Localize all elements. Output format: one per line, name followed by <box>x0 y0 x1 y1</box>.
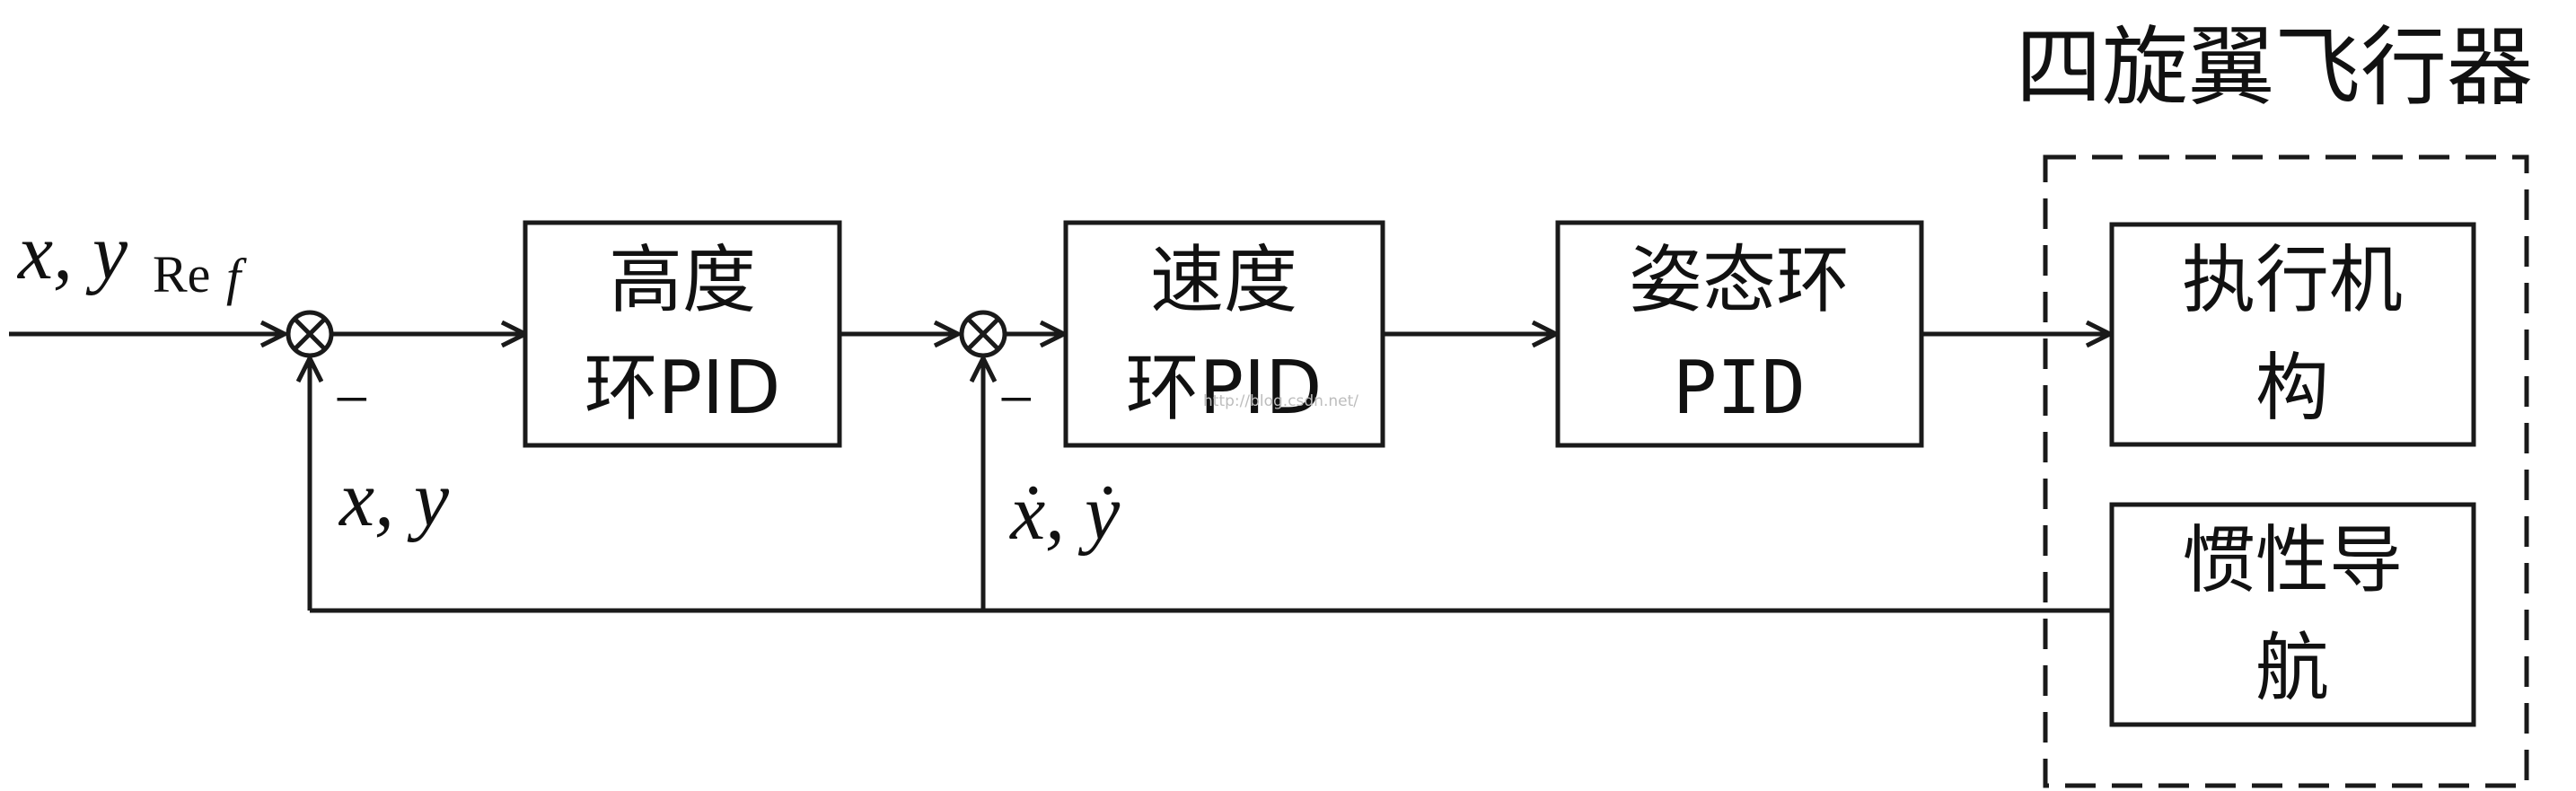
actuator-label-line2: 构 <box>2255 346 2329 431</box>
ins-label-line2: 航 <box>2255 626 2329 711</box>
minus-sign-inner: − <box>998 365 1033 435</box>
attitude-pid-label-line1: 姿态环 <box>1629 238 1850 323</box>
speed-pid-block: 速度 环PID <box>1063 220 1385 448</box>
summing-junction-inner <box>959 310 1007 358</box>
attitude-pid-label-line2: PID <box>1673 346 1806 431</box>
system-title: 四旋翼飞行器 <box>2016 17 2533 118</box>
reference-input-label: x, y Re f <box>16 209 247 306</box>
input-subscript-2: f <box>226 248 247 306</box>
feedback-label-position: x, y <box>338 456 450 543</box>
ins-label-line1: 惯性导 <box>2182 518 2403 603</box>
height-pid-block: 高度 环PID <box>523 220 842 448</box>
speed-pid-label-line1: 速度 <box>1150 238 1297 323</box>
speed-pid-label-line2: 环PID <box>1126 346 1323 431</box>
feedback-label-velocity: ẋ, ẏ <box>1009 470 1121 557</box>
height-pid-label-line1: 高度 <box>609 238 756 323</box>
height-pid-label-line2: 环PID <box>585 346 781 431</box>
summing-junction-outer <box>286 310 334 358</box>
minus-sign-outer: − <box>334 365 369 435</box>
input-variable: x, y <box>16 209 128 296</box>
actuator-block: 执行机 构 <box>2109 222 2476 447</box>
inertial-navigation-block: 惯性导 航 <box>2109 502 2476 727</box>
input-subscript: Re <box>153 245 210 303</box>
quadrotor-boundary <box>2043 154 2529 788</box>
watermark: http://blog.csdn.net/ <box>1203 392 1358 410</box>
actuator-label-line1: 执行机 <box>2182 238 2403 323</box>
attitude-pid-block: 姿态环 PID <box>1555 220 1924 448</box>
